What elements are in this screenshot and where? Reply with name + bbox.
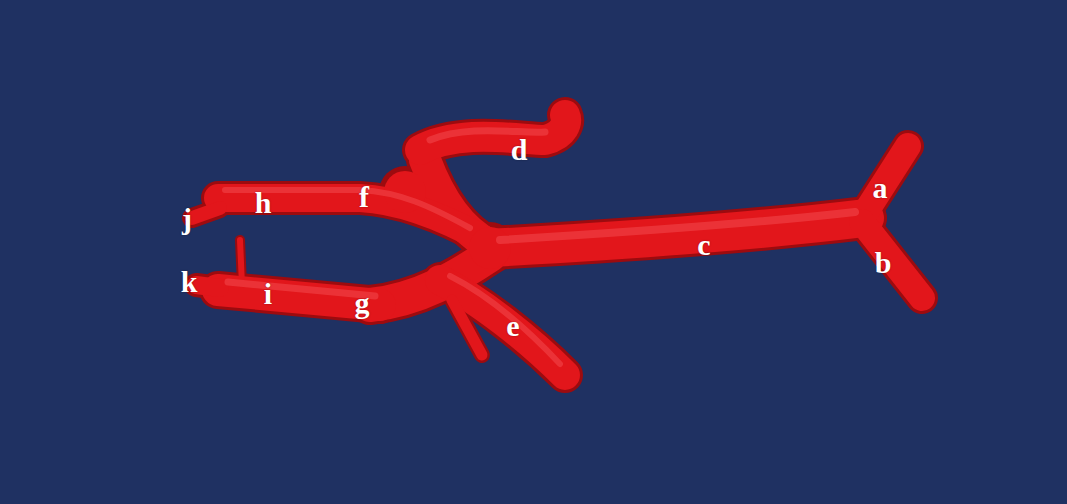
vessel-highlight xyxy=(225,131,855,364)
part-label: j xyxy=(182,204,192,234)
part-label: f xyxy=(359,182,369,212)
vessel-shadow xyxy=(192,115,922,375)
part-label: i xyxy=(264,279,272,309)
part-label: c xyxy=(697,230,710,260)
vessel-body xyxy=(192,115,922,375)
part-label: a xyxy=(873,173,888,203)
part-label: h xyxy=(255,188,272,218)
part-label: d xyxy=(511,135,528,165)
part-label: b xyxy=(875,248,892,278)
part-label: e xyxy=(506,311,519,341)
part-label: k xyxy=(181,267,198,297)
part-label: g xyxy=(355,288,370,318)
